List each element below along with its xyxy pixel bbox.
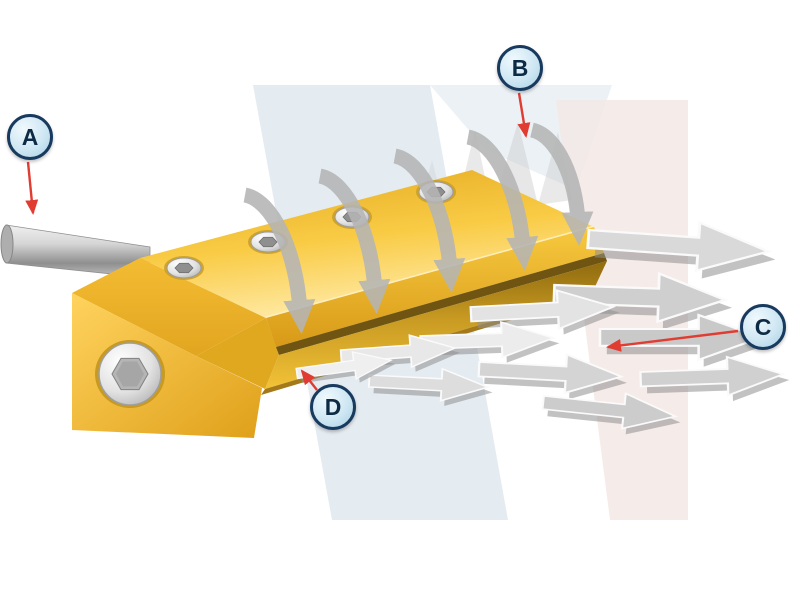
callout-d-label: D xyxy=(324,393,342,420)
curved-airflow-arrows xyxy=(242,122,594,334)
callout-pointer-arrows xyxy=(25,92,739,391)
callout-arrow-c xyxy=(606,329,739,352)
callout-arrow-a xyxy=(25,161,39,215)
callout-d: D xyxy=(310,384,356,430)
callout-c-label: C xyxy=(754,313,772,340)
callout-arrow-b xyxy=(517,92,531,138)
callout-b: B xyxy=(497,45,543,91)
air-slot xyxy=(276,253,607,355)
callout-c: C xyxy=(740,304,786,350)
callout-a-label: A xyxy=(21,123,39,150)
side-hex-bolt xyxy=(95,340,165,408)
callout-b-label: B xyxy=(511,54,529,81)
callout-a: A xyxy=(7,114,53,160)
callout-arrow-d xyxy=(300,369,318,391)
